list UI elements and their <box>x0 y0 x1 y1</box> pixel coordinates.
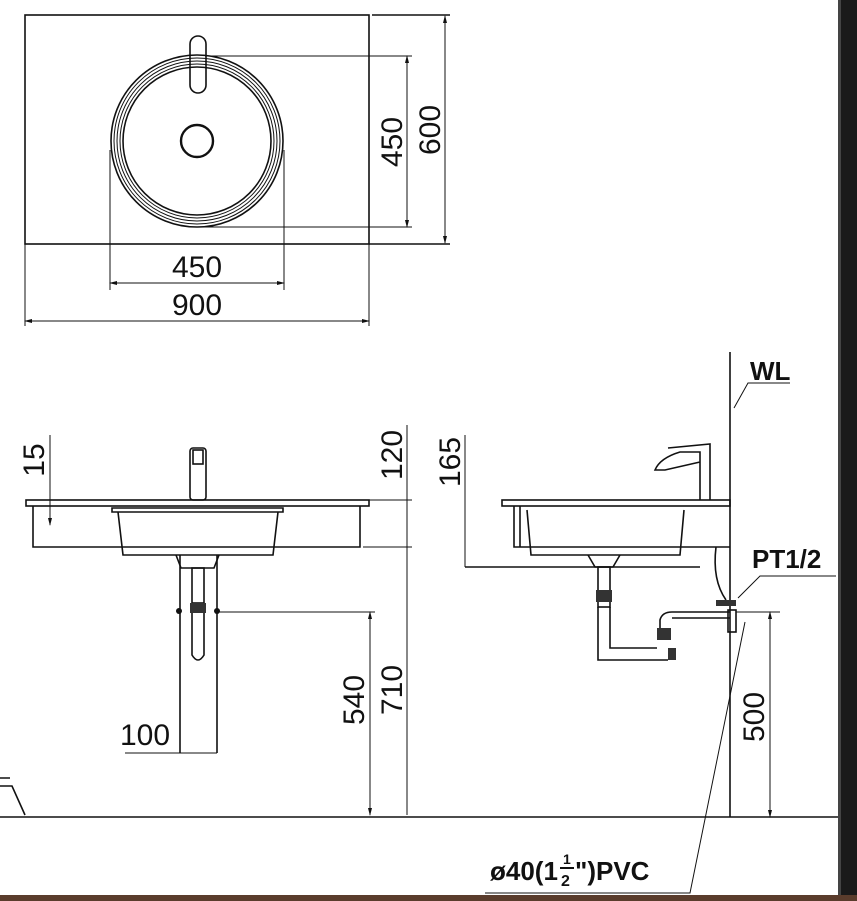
drain-pipe <box>597 607 668 661</box>
dim-total-height: 710 <box>376 665 409 715</box>
dim-drain-spacing: 100 <box>120 719 170 752</box>
dim-supply-height: 500 <box>738 692 771 742</box>
faucet-side <box>653 451 701 500</box>
label-drain-pipe: ø40(1 1 2 ")PVC <box>490 851 650 890</box>
dim-basin-width: 450 <box>172 251 222 284</box>
faucet-top <box>189 35 207 94</box>
dim-drain-height: 540 <box>338 675 371 725</box>
supply-hose <box>714 546 727 601</box>
window-edge <box>838 0 857 901</box>
dim-top-thickness: 15 <box>18 443 51 476</box>
svg-text:1: 1 <box>563 851 571 867</box>
faucet-front <box>189 447 207 501</box>
label-supply-thread: PT1/2 <box>752 544 821 574</box>
svg-text:2: 2 <box>561 873 570 890</box>
dim-basin-depth: 450 <box>376 117 409 167</box>
side-view: WL PT1/2 165 500 ø40(1 1 2 ")PVC <box>434 352 836 894</box>
p-trap <box>191 613 205 661</box>
dim-counter-height: 120 <box>376 430 409 480</box>
dim-faucet-height: 165 <box>434 437 467 487</box>
dim-counter-depth: 600 <box>414 105 447 155</box>
countertop-slab <box>25 499 370 507</box>
front-view: 15 120 710 540 100 <box>0 425 412 816</box>
svg-text:ø40(1: ø40(1 <box>490 856 558 886</box>
svg-text:")PVC: ")PVC <box>575 856 650 886</box>
top-view: 450 600 450 900 <box>24 14 450 326</box>
countertop-outline <box>24 14 370 245</box>
drain-hole <box>179 123 215 159</box>
bottom-edge <box>0 895 857 901</box>
label-wall-line: WL <box>750 356 791 386</box>
dim-counter-width: 900 <box>172 289 222 322</box>
basin-rings <box>110 54 284 228</box>
